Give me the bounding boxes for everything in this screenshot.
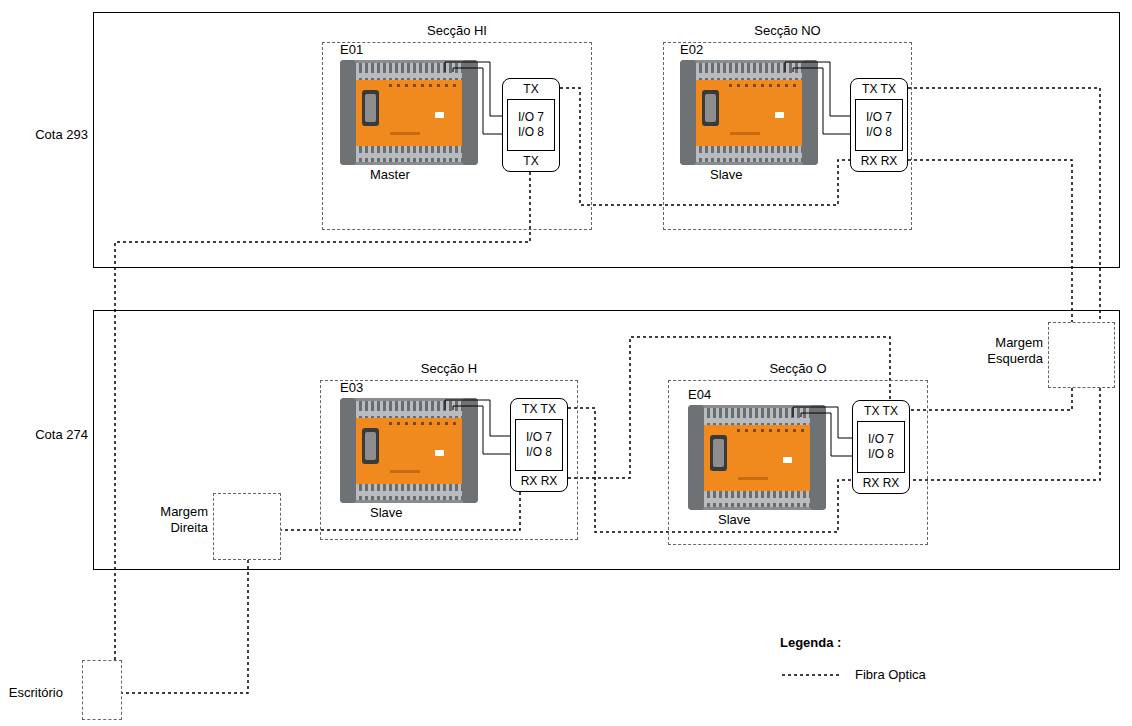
io-label: I/O 7 I/O 8	[859, 110, 899, 140]
io-label: I/O 7 I/O 8	[519, 430, 559, 460]
legend-line-sample	[782, 674, 842, 676]
io-label: I/O 7 I/O 8	[511, 110, 551, 140]
controller-node: E03Slave	[340, 398, 478, 503]
section-title: Secção HI	[323, 23, 591, 39]
junction-label: Margem Esquerda	[965, 335, 1043, 367]
junction-box: Margem Direita	[213, 493, 281, 560]
io-wires	[445, 62, 852, 456]
port-label: RX RX	[858, 473, 905, 493]
section-box: Secção HE03SlaveTX TXRX RXI/O 7 I/O 8	[320, 380, 578, 540]
controller-e02	[680, 60, 818, 165]
device-role: Slave	[718, 512, 751, 528]
section-box: Secção OE04SlaveTX TXRX RXI/O 7 I/O 8	[668, 380, 928, 545]
junction-box: Margem Esquerda	[1048, 322, 1115, 388]
elevation-label: Cota 293	[35, 127, 88, 143]
controller-e01	[340, 60, 478, 165]
device-id: E04	[688, 387, 711, 403]
fiber-optic-link	[122, 560, 248, 693]
section-title: Secção H	[321, 361, 577, 377]
device-id: E03	[340, 380, 363, 396]
device-id: E02	[680, 42, 703, 58]
fiber-optic-link	[910, 388, 1072, 410]
elevation-band: Cota 274Margem EsquerdaSecção HE03SlaveT…	[93, 310, 1120, 570]
fiber-optic-link	[908, 160, 1072, 322]
fiber-optic-link	[910, 388, 1100, 480]
port-label: TX TX	[517, 399, 561, 419]
controller-e04	[688, 405, 826, 510]
device-role: Slave	[710, 167, 743, 183]
junction-label: Margem Direita	[142, 504, 208, 536]
legend-title: Legenda :	[780, 635, 841, 651]
device-role: Master	[370, 167, 410, 183]
section-box: Secção HIE01MasterTXTXI/O 7 I/O 8	[322, 42, 592, 230]
io-box: I/O 7 I/O 8	[857, 421, 905, 473]
port-label: RX RX	[516, 471, 563, 491]
section-title: Secção NO	[664, 23, 911, 39]
controller-e03	[340, 398, 478, 503]
junction-label: Escritório	[9, 685, 63, 701]
fiber-optic-link	[908, 88, 1100, 322]
fiber-port-block: TX TX I/O 7 I/O 8	[502, 78, 560, 172]
fiber-optic-link	[115, 172, 530, 660]
io-box: I/O 7 I/O 8	[515, 419, 563, 471]
controller-node: E02Slave	[680, 60, 818, 165]
io-box: I/O 7 I/O 8	[507, 99, 555, 151]
controller-node: E01Master	[340, 60, 478, 165]
fiber-port-block: TX TX RX RX I/O 7 I/O 8	[510, 398, 568, 492]
controller-node: E04Slave	[688, 405, 826, 510]
device-role: Slave	[370, 505, 403, 521]
io-label: I/O 7 I/O 8	[861, 432, 901, 462]
port-label: TX TX	[859, 401, 903, 421]
elevation-band: Cota 293Secção HIE01MasterTXTXI/O 7 I/O …	[93, 12, 1120, 268]
fiber-port-block: TX TX RX RX I/O 7 I/O 8	[850, 78, 908, 172]
port-label: TX	[518, 79, 543, 99]
elevation-label: Cota 274	[35, 427, 88, 443]
legend-text: Fibra Optica	[855, 667, 926, 683]
section-box: Secção NOE02SlaveTX TXRX RXI/O 7 I/O 8	[663, 42, 912, 230]
port-label: TX	[518, 151, 543, 171]
junction-box: Escritório	[82, 660, 122, 720]
device-id: E01	[340, 42, 363, 58]
port-label: TX TX	[857, 79, 901, 99]
section-title: Secção O	[669, 361, 927, 377]
fiber-port-block: TX TX RX RX I/O 7 I/O 8	[852, 400, 910, 494]
port-label: RX RX	[856, 151, 903, 171]
io-box: I/O 7 I/O 8	[855, 99, 903, 151]
